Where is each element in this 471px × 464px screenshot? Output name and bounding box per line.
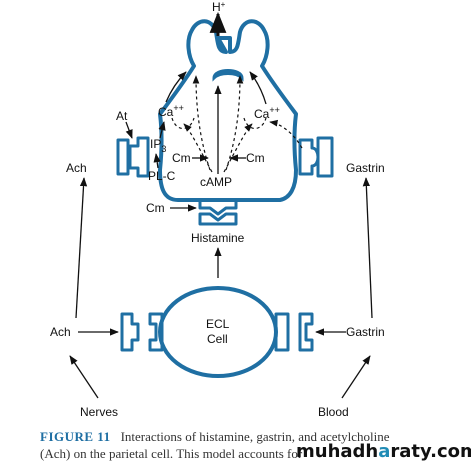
ach-bottom-label: Ach [50, 325, 71, 339]
gastrin-receptor-to-ca-dashed [269, 119, 303, 149]
ecl-label-line1: ECL [206, 317, 230, 331]
nerves-arrow [69, 355, 99, 399]
canaliculus-notch [212, 69, 244, 82]
ecl-right-receptor [274, 312, 314, 352]
gastrin-top-label: Gastrin [346, 161, 385, 175]
ca-left-label: Ca++ [158, 103, 184, 119]
ip3-label: IP3 [150, 137, 166, 154]
ca-right-to-top-arrow [249, 71, 267, 105]
camp-to-ca-left-dashed [183, 123, 213, 173]
h-plus-label: H+ [212, 0, 226, 14]
camp-to-ca-right-dashed [223, 123, 253, 173]
gastrin-top-arrow [362, 177, 373, 319]
cm-left-label: Cm [172, 151, 191, 165]
ca-right-label: Ca++ [254, 105, 280, 121]
ip3-to-ca-arrow [158, 121, 166, 139]
camp-label: cAMP [200, 175, 232, 189]
blood-arrow [341, 355, 371, 399]
ca-left-loop-dashed [171, 117, 195, 130]
caption-figure-label: FIGURE 11 [40, 429, 111, 444]
parietal-cell-membrane [158, 19, 298, 202]
histamine-label: Histamine [191, 231, 245, 245]
cm-receptor-label: Cm [146, 201, 165, 215]
plc-to-ip3-arrow [153, 153, 161, 169]
at-arrow [125, 121, 133, 139]
figure-caption: FIGURE 11 Interactions of histamine, gast… [40, 428, 460, 462]
caption-text-1: Interactions of histamine, gastrin, and … [120, 429, 390, 444]
at-label: At [116, 109, 128, 123]
ach-top-label: Ach [66, 161, 87, 175]
ecl-label-line2: Cell [207, 332, 228, 346]
gastrin-bottom-label: Gastrin [346, 325, 385, 339]
camp-to-left-top-dashed [192, 75, 211, 171]
histamine-receptor-cell [198, 198, 238, 226]
ca-left-to-top-arrow [165, 71, 187, 103]
caption-line-2: (Ach) on the parietal cell. This model a… [40, 446, 303, 461]
camp-to-right-top-dashed [225, 75, 244, 171]
watermark-logo: muhadharaty.com [296, 441, 471, 462]
nerves-label: Nerves [80, 405, 118, 419]
blood-label: Blood [318, 405, 349, 419]
ach-top-arrow [75, 177, 88, 319]
caption-line-1: FIGURE 11 Interactions of histamine, gast… [40, 428, 460, 445]
gastrin-receptor-cell [298, 136, 334, 178]
ach-receptor-cell [116, 136, 150, 178]
plc-label: PL-C [148, 169, 176, 183]
ecl-left-receptor [120, 312, 164, 352]
cm-right-label: Cm [246, 151, 265, 165]
